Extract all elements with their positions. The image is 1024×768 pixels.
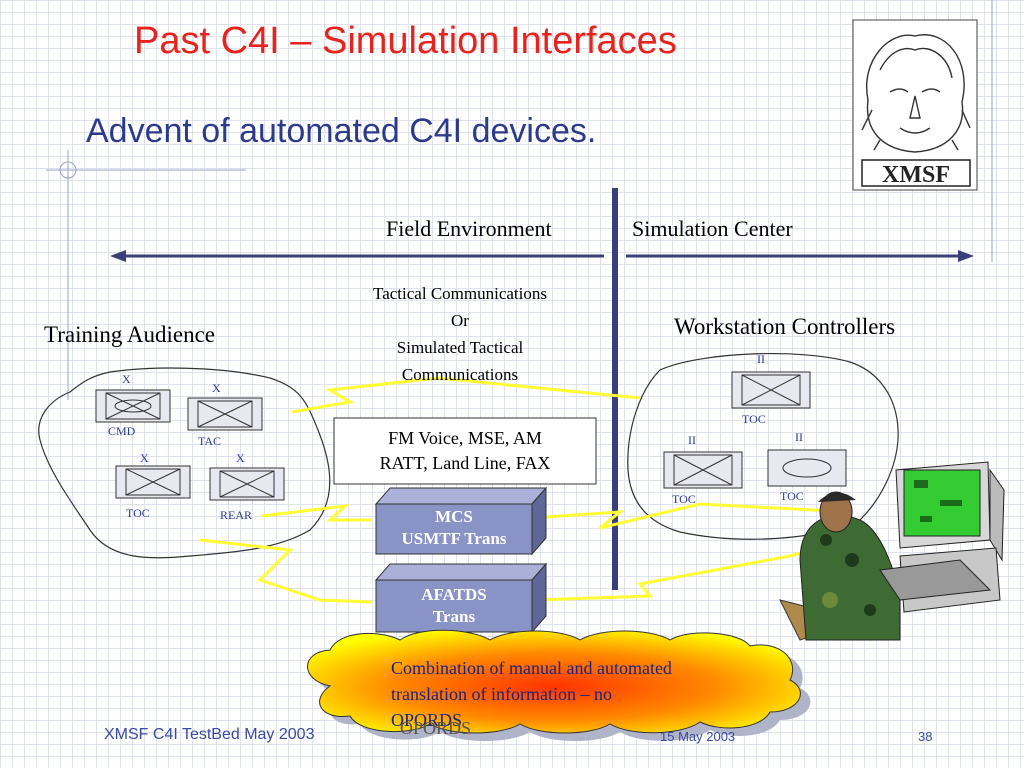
unit-symbol-toc-top	[731, 371, 811, 409]
cloud-line-3: OPORDS	[391, 707, 771, 730]
field-environment-label: Field Environment	[386, 216, 552, 241]
top-toc-echelon: II	[757, 352, 765, 366]
comms-line-3: Simulated Tactical	[396, 338, 524, 357]
afatds-line-1: AFATDS	[421, 585, 487, 604]
fm-box-text: FM Voice, MSE, AM RATT, Land Line, FAX	[334, 426, 596, 476]
mcs-box	[374, 486, 548, 556]
rear-label: REAR	[220, 508, 253, 522]
soldier-workstation-illustration	[779, 461, 1005, 641]
cmd-echelon: X	[122, 372, 131, 386]
right-toc-label: TOC	[780, 489, 804, 503]
afatds-line-2: Trans	[432, 607, 476, 626]
footer-date: 15 May 2003	[660, 729, 736, 744]
tac-echelon: X	[212, 381, 221, 395]
unit-symbol-cmd	[95, 389, 171, 423]
simulation-center-label: Simulation Center	[632, 216, 793, 241]
unit-symbol-rear	[209, 467, 285, 501]
rear-echelon: X	[236, 451, 245, 465]
comms-line-2: Or	[451, 311, 469, 330]
fm-line-2: RATT, Land Line, FAX	[379, 453, 551, 473]
unit-symbol-toc-right	[767, 449, 847, 487]
lion-icon	[861, 34, 971, 153]
mcs-box-text: MCS USMTF Trans	[376, 506, 532, 550]
toc-left-label: TOC	[126, 506, 150, 520]
corner-lines	[46, 0, 993, 400]
mid-toc-label: TOC	[672, 492, 696, 506]
comms-line-1: Tactical Communications	[373, 284, 547, 303]
right-toc-echelon: II	[795, 430, 803, 444]
comms-line-4: Communications	[401, 365, 519, 384]
unit-symbol-toc-mid	[663, 451, 743, 489]
footer-left: XMSF C4I TestBed May 2003	[104, 726, 315, 743]
divider-line	[612, 188, 618, 590]
page-number: 38	[918, 729, 933, 744]
tac-label: TAC	[198, 434, 222, 448]
workstation-controllers-label: Workstation Controllers	[674, 314, 896, 339]
mid-toc-echelon: II	[688, 433, 696, 447]
afatds-box-text: AFATDS Trans	[376, 584, 532, 628]
callout-cloud	[307, 629, 811, 741]
fm-line-1: FM Voice, MSE, AM	[388, 428, 542, 448]
cloud-line-2: translation of information – no	[391, 684, 612, 704]
cmd-label: CMD	[108, 424, 136, 438]
tactical-comms-text: Tactical Communications Or Simulated Tac…	[330, 280, 590, 388]
slide-subtitle: Advent of automated C4I devices.	[86, 112, 597, 150]
training-audience-outline	[38, 367, 331, 559]
logo-text: XMSF	[882, 162, 950, 188]
mcs-line-1: MCS	[435, 507, 473, 526]
xmsf-logo: XMSF	[852, 19, 978, 191]
top-toc-label: TOC	[742, 412, 766, 426]
training-audience-label: Training Audience	[44, 322, 215, 347]
cloud-ghost-text: OPORDS	[400, 718, 472, 738]
toc-left-echelon: X	[140, 451, 149, 465]
unit-symbol-tac	[187, 397, 263, 431]
cloud-line-1: Combination of manual and automated	[391, 658, 672, 678]
afatds-box	[374, 562, 548, 634]
environment-arrows	[110, 250, 974, 262]
mcs-line-2: USMTF Trans	[401, 529, 507, 548]
cloud-text: Combination of manual and automated tran…	[391, 655, 771, 730]
fm-box	[333, 417, 597, 485]
unit-symbol-toc-left	[115, 465, 191, 499]
slide-title: Past C4I – Simulation Interfaces	[134, 20, 677, 62]
